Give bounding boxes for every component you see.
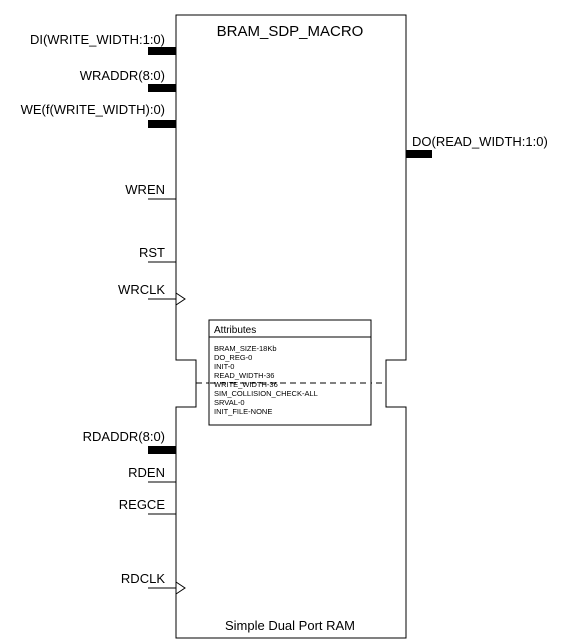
di-bus-pin [148,47,176,55]
attribute-item: INIT_FILE-NONE [214,407,272,416]
di-pin-label: DI(WRITE_WIDTH:1:0) [30,32,165,47]
wrclk-pin-label: WRCLK [118,282,165,297]
block-outline [175,14,407,639]
wren-pin-label: WREN [125,182,165,197]
regce-pin-label: REGCE [119,497,166,512]
wraddr-bus-pin [148,84,176,92]
rden-pin-label: RDEN [128,465,165,480]
attribute-item: BRAM_SIZE-18Kb [214,344,277,353]
do-pin-label: DO(READ_WIDTH:1:0) [412,134,548,149]
rdclk-clock-icon [175,581,186,595]
attribute-item: SRVAL-0 [214,398,245,407]
attribute-item: INIT-0 [214,362,234,371]
rst-pin-label: RST [139,245,165,260]
attributes-heading: Attributes [214,325,256,336]
block-footer: Simple Dual Port RAM [225,618,355,633]
rdclk-pin-label: RDCLK [121,571,165,586]
wrclk-clock-icon [175,292,186,306]
attribute-item: SIM_COLLISION_CHECK-ALL [214,389,318,398]
rdaddr-bus-pin [148,446,176,454]
block-title: BRAM_SDP_MACRO [217,23,364,40]
we-pin-label: WE(f(WRITE_WIDTH):0) [21,102,165,117]
attribute-item: READ_WIDTH-36 [214,371,274,380]
rdaddr-pin-label: RDADDR(8:0) [83,429,165,444]
attribute-item: DO_REG-0 [214,353,252,362]
attribute-item: WRITE_WIDTH-36 [214,380,278,389]
do-bus-pin [406,150,432,158]
we-bus-pin [148,120,176,128]
wraddr-pin-label: WRADDR(8:0) [80,68,165,83]
